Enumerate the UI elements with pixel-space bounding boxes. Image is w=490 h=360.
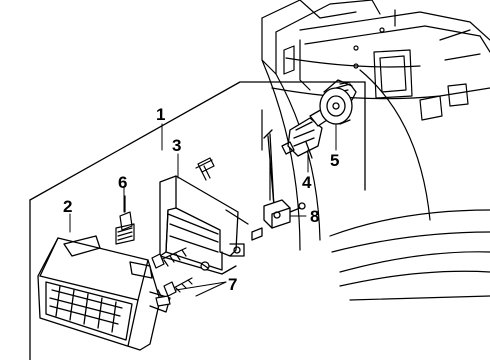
headlamp-assembly <box>37 235 171 351</box>
callout-leaders <box>69 123 337 233</box>
headlamp-mounting-bracket <box>159 175 245 275</box>
screw-set-part-7 <box>151 157 227 307</box>
callout-6: 6 <box>118 173 127 192</box>
callout-4: 4 <box>302 173 312 192</box>
callout-7: 7 <box>228 275 237 294</box>
vehicle-body-outline <box>261 0 490 301</box>
assembly-panel-frame <box>29 81 366 360</box>
callout-8: 8 <box>310 207 319 226</box>
callout-5: 5 <box>330 151 339 170</box>
adjuster-rod-part-8 <box>225 129 306 241</box>
connector-cap-part-5 <box>319 79 357 125</box>
callout-3: 3 <box>172 136 181 155</box>
callout-1: 1 <box>156 105 165 124</box>
bulb-socket-part-6 <box>115 195 135 245</box>
callout-labels: 1 2 3 4 5 6 7 8 <box>63 105 339 294</box>
callout-2: 2 <box>63 197 72 216</box>
